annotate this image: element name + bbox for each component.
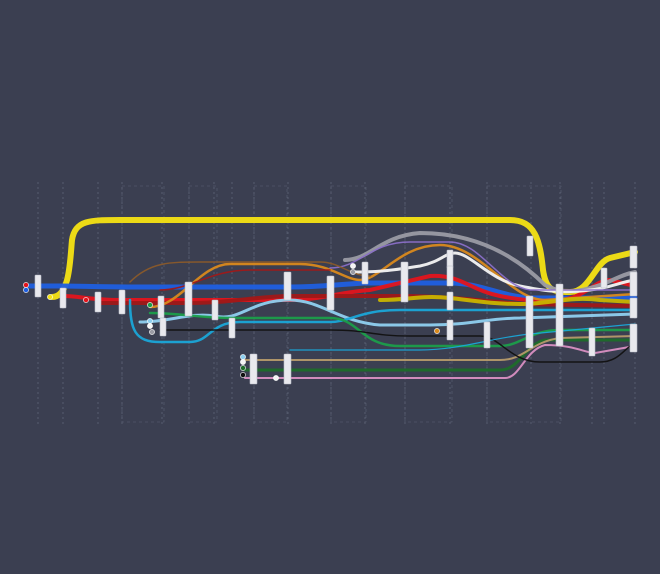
station-box	[446, 291, 454, 311]
station-node	[283, 353, 292, 385]
station-node	[326, 275, 335, 311]
station-box	[249, 353, 258, 385]
station-node	[629, 245, 638, 269]
station-node	[446, 319, 454, 341]
station-node	[400, 261, 409, 303]
station-node	[446, 291, 454, 311]
start-marker-icon	[147, 323, 153, 329]
flow-line-purple	[329, 241, 636, 291]
flow-line-lightblue	[138, 298, 637, 327]
flow-line-black	[159, 329, 636, 363]
flow-line-olive	[378, 295, 637, 307]
station-box	[211, 299, 219, 321]
station-box	[283, 353, 292, 385]
start-marker-icon	[147, 318, 153, 324]
flow-line-cyan	[128, 298, 637, 344]
start-marker-icon	[273, 375, 279, 381]
station-box	[629, 271, 638, 297]
station-node	[94, 291, 102, 313]
station-box	[34, 274, 42, 298]
station-box	[446, 265, 454, 287]
station-node	[446, 249, 454, 269]
start-marker-icon	[240, 354, 246, 360]
station-box	[59, 287, 67, 309]
start-markers	[23, 263, 440, 381]
station-node	[600, 267, 608, 289]
start-marker-icon	[147, 302, 153, 308]
station-node	[159, 317, 167, 337]
station-node	[525, 295, 534, 349]
station-box	[600, 267, 608, 289]
station-box	[555, 283, 564, 347]
station-node	[588, 327, 596, 357]
station-node	[211, 299, 219, 321]
station-node	[249, 353, 258, 385]
station-node	[59, 287, 67, 309]
station-box	[483, 321, 491, 349]
station-node	[629, 323, 638, 353]
station-node	[361, 261, 369, 285]
station-node	[34, 274, 42, 298]
flow-line-darkgreen	[243, 338, 637, 372]
start-marker-icon	[350, 263, 356, 269]
station-box	[446, 249, 454, 269]
station-box	[361, 261, 369, 285]
station-node	[629, 297, 638, 319]
station-box	[159, 317, 167, 337]
start-marker-icon	[240, 372, 246, 378]
station-box	[526, 235, 534, 257]
start-marker-icon	[240, 359, 246, 365]
station-box	[629, 245, 638, 269]
station-box	[400, 261, 409, 303]
start-marker-icon	[434, 328, 440, 334]
station-box	[629, 323, 638, 353]
flow-line-pink	[244, 343, 636, 379]
station-box	[184, 281, 193, 317]
station-box	[326, 275, 335, 311]
station-box	[283, 271, 292, 301]
station-box	[157, 295, 165, 319]
start-marker-icon	[149, 329, 155, 335]
station-node	[118, 289, 126, 315]
station-nodes	[34, 235, 638, 385]
station-node	[184, 281, 193, 317]
start-marker-icon	[350, 269, 356, 275]
group-box	[330, 185, 367, 423]
start-marker-icon	[83, 297, 89, 303]
station-node	[483, 321, 491, 349]
start-marker-icon	[240, 365, 246, 371]
group-box	[253, 185, 288, 423]
start-marker-icon	[47, 294, 53, 300]
start-marker-icon	[23, 287, 29, 293]
station-node	[526, 235, 534, 257]
station-box	[228, 317, 236, 339]
station-box	[629, 297, 638, 319]
station-box	[525, 295, 534, 349]
station-node	[446, 265, 454, 287]
station-node	[629, 271, 638, 297]
station-box	[588, 327, 596, 357]
station-box	[94, 291, 102, 313]
station-box	[118, 289, 126, 315]
flow-line-cyan	[289, 323, 636, 351]
station-node	[157, 295, 165, 319]
station-box	[446, 319, 454, 341]
start-marker-icon	[23, 282, 29, 288]
flow-line-darkred	[159, 269, 331, 291]
station-node	[283, 271, 292, 301]
station-node	[228, 317, 236, 339]
station-node	[555, 283, 564, 347]
